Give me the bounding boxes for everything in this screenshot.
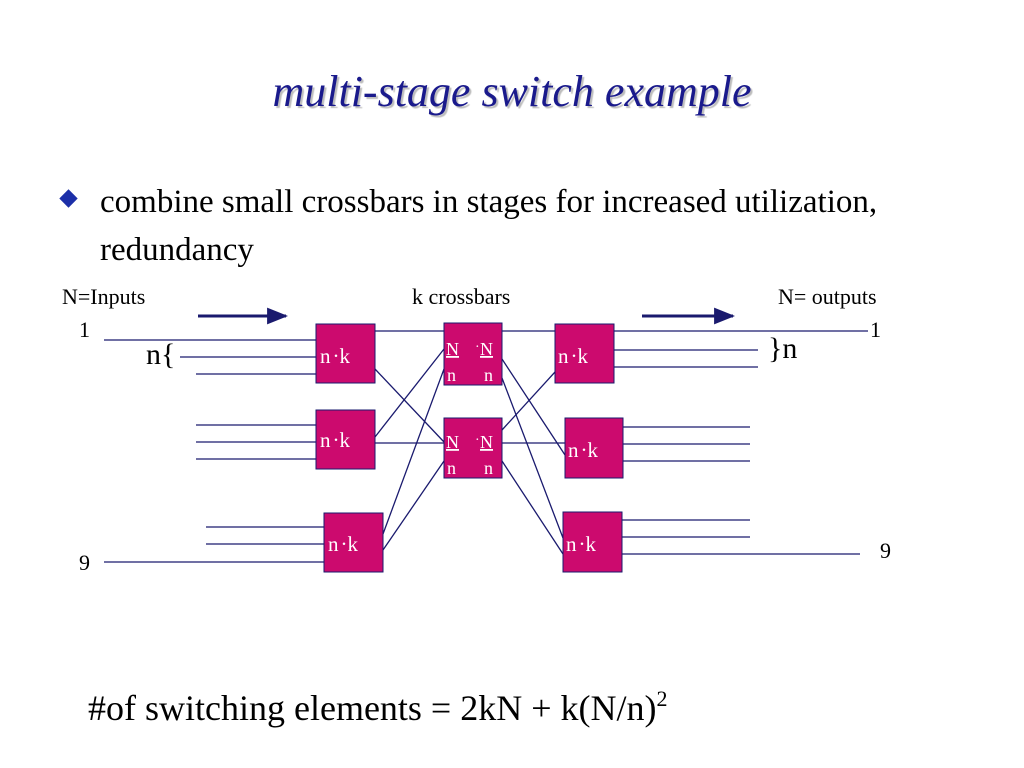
output-group-brace: }n [768,332,797,365]
link-wire [374,348,445,438]
input-number-first: 1 [79,317,90,342]
wire-layer [104,330,868,563]
stage1-crossbar-2: n·k [315,409,376,470]
formula-text: #of switching elements = 2kN + k(N/n) [88,688,657,728]
svg-text:n: n [484,458,493,478]
stage3-crossbar-3: n·k [562,511,623,573]
svg-text:n·k: n·k [566,532,597,556]
output-number-last: 9 [880,538,891,563]
svg-text:N: N [446,339,459,359]
link-wire [501,358,566,456]
input-group-brace: n{ [146,338,175,371]
slide-title: multi-stage switch example [272,67,752,116]
svg-text:n: n [447,365,456,385]
stage1-crossbar-1: n·k [315,323,376,384]
input-number-last: 9 [79,550,90,575]
svg-text:n·k: n·k [320,428,351,452]
link-wire [382,368,445,535]
svg-text:·: · [475,433,480,448]
link-wire [501,460,564,555]
svg-text:n: n [447,458,456,478]
bullet-text: combine small crossbars in stages for in… [100,184,878,268]
link-wire [382,460,445,551]
middle-crossbar-1: N · N n n [443,322,503,386]
middle-crossbar-2: N · N n n [443,417,503,479]
stage3-crossbar-2: n·k [564,417,624,479]
link-wire [501,371,556,431]
stage3-crossbar-1: n·k [554,323,615,384]
switching-elements-formula: #of switching elements = 2kN + k(N/n)2 [88,686,668,729]
inputs-label: N=Inputs [62,284,145,309]
svg-text:n·k: n·k [568,438,599,462]
svg-text:n·k: n·k [328,532,359,556]
output-number-first: 1 [870,317,881,342]
stage1-crossbar-3: n·k [323,512,384,573]
svg-text:n: n [484,365,493,385]
svg-text:n·k: n·k [558,344,589,368]
svg-text:N: N [480,339,493,359]
link-wire [374,368,445,443]
formula-exponent: 2 [656,686,668,711]
svg-text:N: N [446,432,459,452]
svg-text:·: · [475,340,480,355]
crossbars-label: k crossbars [412,284,510,309]
svg-text:N: N [480,432,493,452]
outputs-label: N= outputs [778,284,877,309]
link-wire [501,377,564,539]
svg-text:n·k: n·k [320,344,351,368]
